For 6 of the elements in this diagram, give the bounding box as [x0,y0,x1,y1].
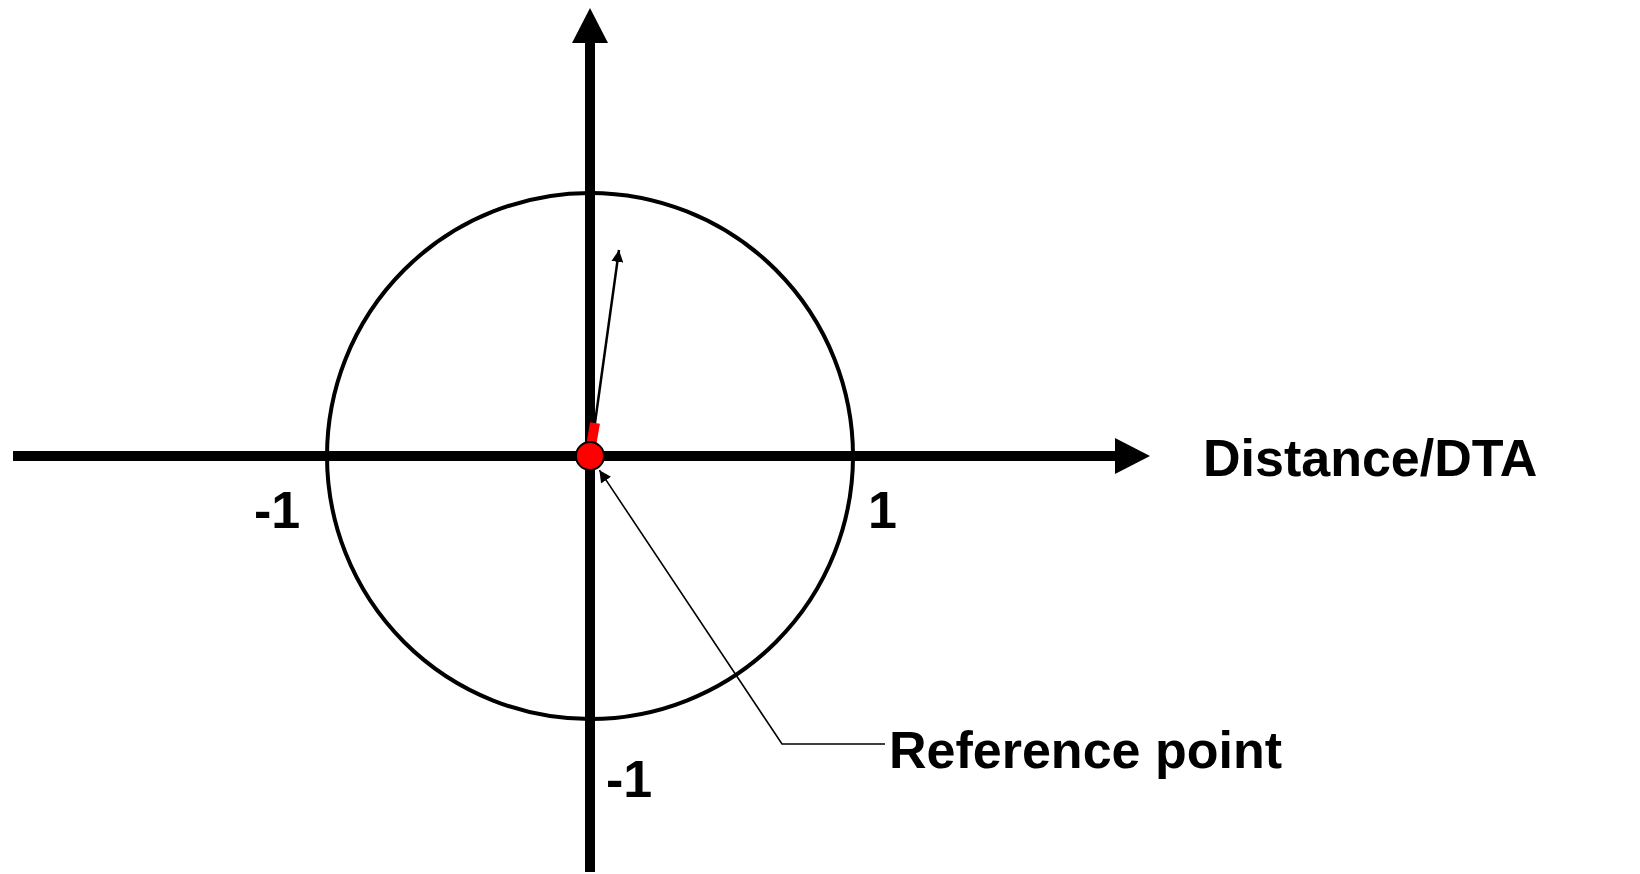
axis-label: Distance/DTA [1203,432,1538,484]
leader-line [598,469,886,745]
tick-label: -1 [254,484,301,536]
tick-label: -1 [606,753,653,805]
reference-dot [575,441,605,471]
tick-label: 1 [868,484,897,536]
